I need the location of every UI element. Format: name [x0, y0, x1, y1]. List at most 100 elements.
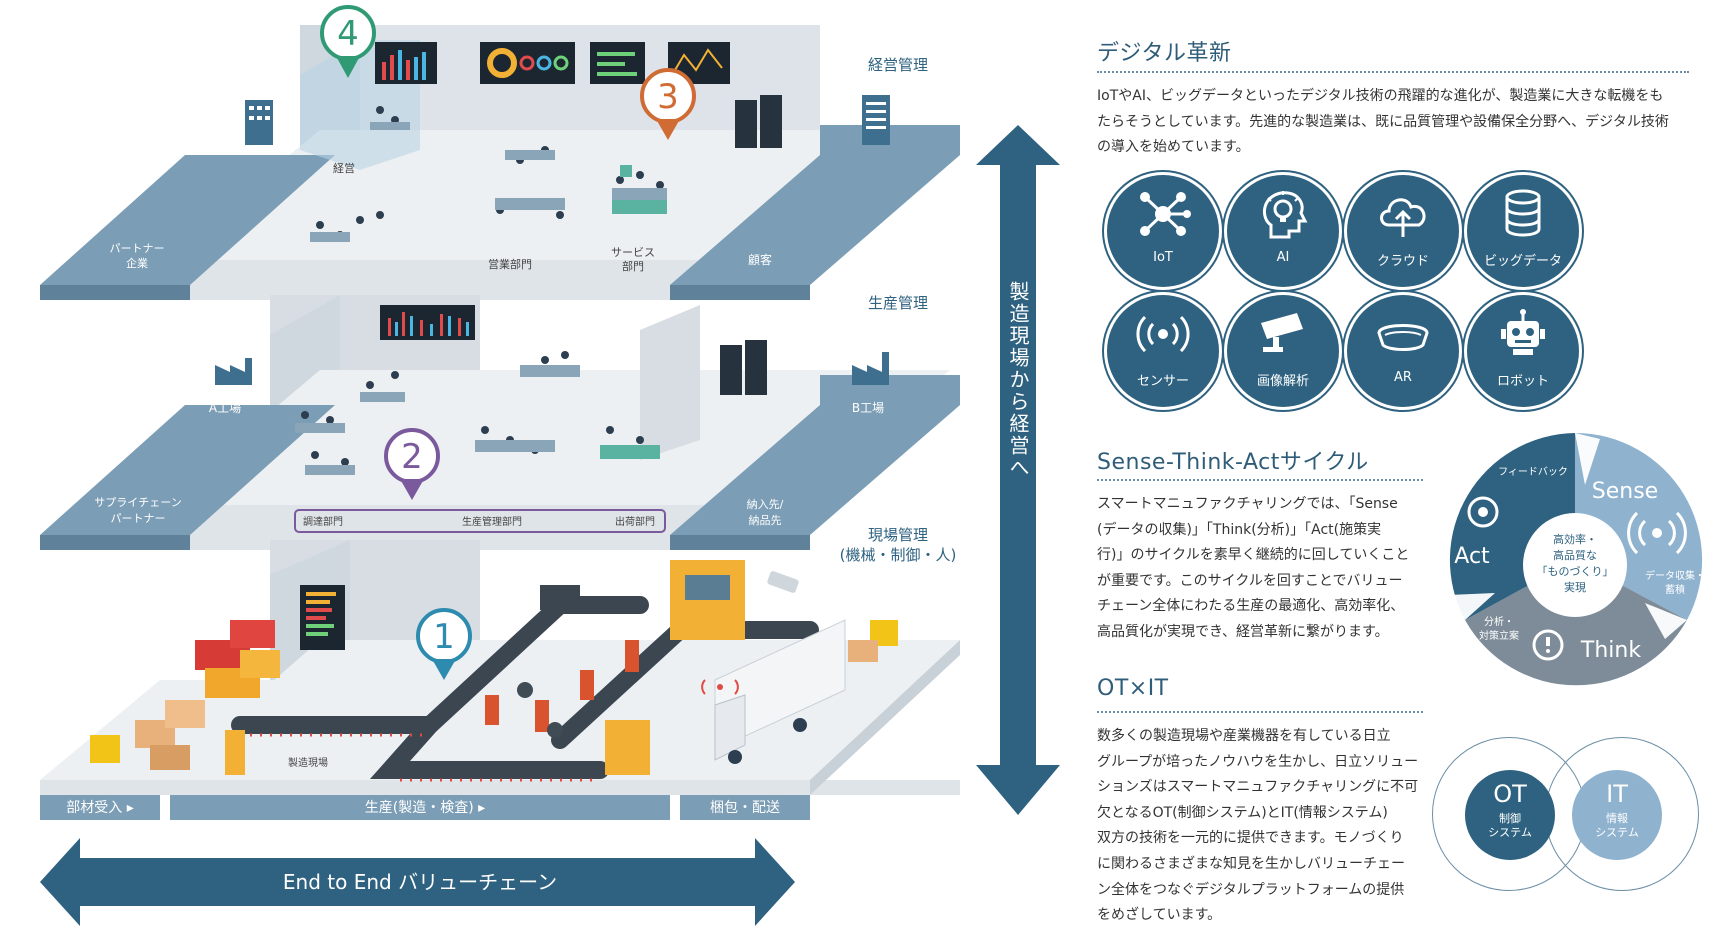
- digital-rule: [1097, 71, 1689, 73]
- ot-sub-line: 制御: [1499, 812, 1521, 825]
- it-label: IT: [1606, 780, 1628, 808]
- tile-cloud-label: クラウド: [1376, 254, 1429, 269]
- vertical-arrow: [976, 125, 1060, 815]
- gear-head-icon: [1467, 496, 1499, 528]
- tile-bigdata-label: ビッグデータ: [1483, 254, 1562, 269]
- cloud-upload-icon: [1380, 198, 1426, 237]
- service-label-2: 部門: [622, 259, 644, 273]
- it-sub-line: 情報: [1606, 812, 1628, 825]
- sta-body-line: 高品質化が実現でき、経営革新に繋がります。: [1097, 623, 1389, 640]
- end-to-end-label: End to End バリューチェーン: [283, 870, 557, 894]
- signal-icon: [1627, 511, 1687, 555]
- production-dept-label: 生産管理部門: [462, 515, 522, 528]
- thinking-head-icon: [1532, 629, 1564, 661]
- tile-image-analysis: 画像解析: [1227, 295, 1339, 407]
- digital-title: デジタル革新: [1097, 41, 1232, 66]
- feedback-label: フィードバック: [1498, 466, 1568, 478]
- level-management-label: 経営管理: [868, 56, 928, 74]
- marker-4: [320, 5, 376, 78]
- otit-body: 数多くの製造現場や産業機器を有している日立 グループが培ったノウハウを生かし、日…: [1097, 724, 1418, 929]
- camera-icon: [1261, 313, 1303, 352]
- ot-sub-line: システム: [1488, 826, 1532, 839]
- sense-think-act-cycle: フィードバック Sense Act Think データ収集・ 蓄積 分析・ 対策…: [1449, 432, 1705, 686]
- sensor-signal-icon: [1136, 315, 1190, 353]
- tile-ai: AI: [1227, 175, 1339, 287]
- sta-body-line: が重要です。このサイクルを回すことでバリュー: [1097, 572, 1403, 589]
- vertical-arrow-label: 製造現場から経営へ: [1006, 281, 1030, 479]
- tile-sensor: センサー: [1107, 295, 1219, 407]
- supply-chain-label-2: パートナー: [111, 512, 166, 525]
- otit-title: OT×IT: [1097, 676, 1169, 701]
- otit-body-line: ン全体をつなぐデジタルプラットフォームの提供: [1097, 881, 1405, 898]
- otit-body-line: 数多くの製造現場や産業機器を有している日立: [1097, 728, 1391, 744]
- ai-bulb-head-icon: [1262, 191, 1308, 239]
- sta-body-line: チェーン全体にわたる生産の最適化、高効率化、: [1097, 598, 1405, 615]
- marker-1-label: 1: [433, 617, 455, 657]
- marker-2-label: 2: [401, 437, 423, 477]
- it-sub: 情報 システム: [1572, 812, 1662, 840]
- tile-iot-label: IoT: [1153, 250, 1173, 265]
- sense-label: Sense: [1592, 479, 1658, 504]
- otit-rule: [1097, 711, 1423, 713]
- tile-robot-label: ロボット: [1496, 374, 1549, 389]
- level-production-label: 生産管理: [868, 294, 928, 312]
- partner-label-2: 企業: [126, 256, 148, 270]
- shop-floor-label: 製造現場: [288, 756, 328, 769]
- sta-body-line: (データの収集)」「Think(分析)」「Act(施策実: [1097, 521, 1382, 538]
- center-line-3: 「ものづくり」: [1537, 565, 1614, 578]
- database-icon: [1505, 189, 1541, 237]
- tile-robot: ロボット: [1467, 295, 1579, 407]
- tile-iot: IoT: [1107, 175, 1219, 287]
- otit-body-line: グループが培ったノウハウを生かし、日立ソリュー: [1097, 753, 1419, 770]
- sta-rule: [1097, 479, 1423, 481]
- robot-icon: [1501, 309, 1545, 355]
- ot-circle: [1465, 770, 1555, 860]
- keiei-label: 経営: [333, 161, 355, 175]
- receiving-label: 部材受入 ▸: [66, 800, 133, 816]
- marker-2: [384, 428, 440, 500]
- otit-body-line: ションズはスマートマニュファクチャリングに不可: [1097, 779, 1419, 796]
- iot-network-icon: [1140, 192, 1191, 236]
- marker-4-label: 4: [337, 14, 359, 54]
- sense-sub-2: 蓄積: [1665, 583, 1685, 596]
- procurement-label: 調達部門: [303, 515, 343, 528]
- center-line-4: 実現: [1564, 580, 1586, 594]
- sales-label: 営業部門: [488, 257, 532, 271]
- think-sub-1: 分析・: [1484, 615, 1514, 628]
- tile-cloud: クラウド: [1347, 175, 1459, 287]
- center-line-1: 高効率・: [1553, 532, 1597, 546]
- ar-goggles-icon: [1377, 324, 1429, 351]
- delivery-label-2: 納品先: [749, 514, 782, 527]
- end-to-end-arrow: [40, 838, 795, 926]
- shipping-label: 出荷部門: [615, 515, 655, 528]
- factory-b-label: B工場: [852, 401, 884, 415]
- think-label: Think: [1580, 638, 1641, 663]
- sta-body-line: 行)」のサイクルを素早く継続的に回していくこと: [1097, 547, 1410, 564]
- tile-bigdata: ビッグデータ: [1467, 175, 1579, 287]
- marker-1: [416, 608, 472, 680]
- tile-ar: AR: [1347, 295, 1459, 407]
- marker-3-label: 3: [657, 77, 679, 117]
- think-sub-2: 対策立案: [1479, 629, 1519, 642]
- customer-label: 顧客: [748, 252, 772, 267]
- delivery-label-1: 納入先/: [747, 498, 784, 511]
- supply-chain-label-1: サプライチェーン: [94, 496, 181, 509]
- otit-body-line: に関わるさまざまな知見を生かしバリューチェー: [1097, 855, 1405, 872]
- otit-body-line: 欠となるOT(制御システム)とIT(情報システム): [1097, 804, 1388, 821]
- otit-body-line: をめざしています。: [1097, 907, 1222, 924]
- sense-sub-1: データ収集・: [1645, 569, 1705, 582]
- tile-image-analysis-label: 画像解析: [1256, 374, 1309, 389]
- digital-body: IoTやAI、ビッグデータといったデジタル技術の飛躍的な進化が、製造業に大きな転…: [1097, 84, 1669, 161]
- digital-body-line: IoTやAI、ビッグデータといったデジタル技術の飛躍的な進化が、製造業に大きな転…: [1097, 88, 1664, 104]
- tile-ai-label: AI: [1276, 250, 1290, 265]
- top-floor: [40, 25, 960, 300]
- sta-body-line: スマートマニュファクチャリングでは、「Sense: [1097, 496, 1398, 512]
- bottom-floor: [40, 540, 960, 820]
- partner-label-1: パートナー: [110, 242, 165, 255]
- middle-floor: [40, 295, 960, 550]
- packing-label: 梱包・配送: [710, 800, 780, 816]
- tile-ar-label: AR: [1394, 370, 1412, 385]
- sta-body: スマートマニュファクチャリングでは、「Sense (データの収集)」「Think…: [1097, 492, 1409, 646]
- tile-sensor-label: センサー: [1136, 374, 1189, 389]
